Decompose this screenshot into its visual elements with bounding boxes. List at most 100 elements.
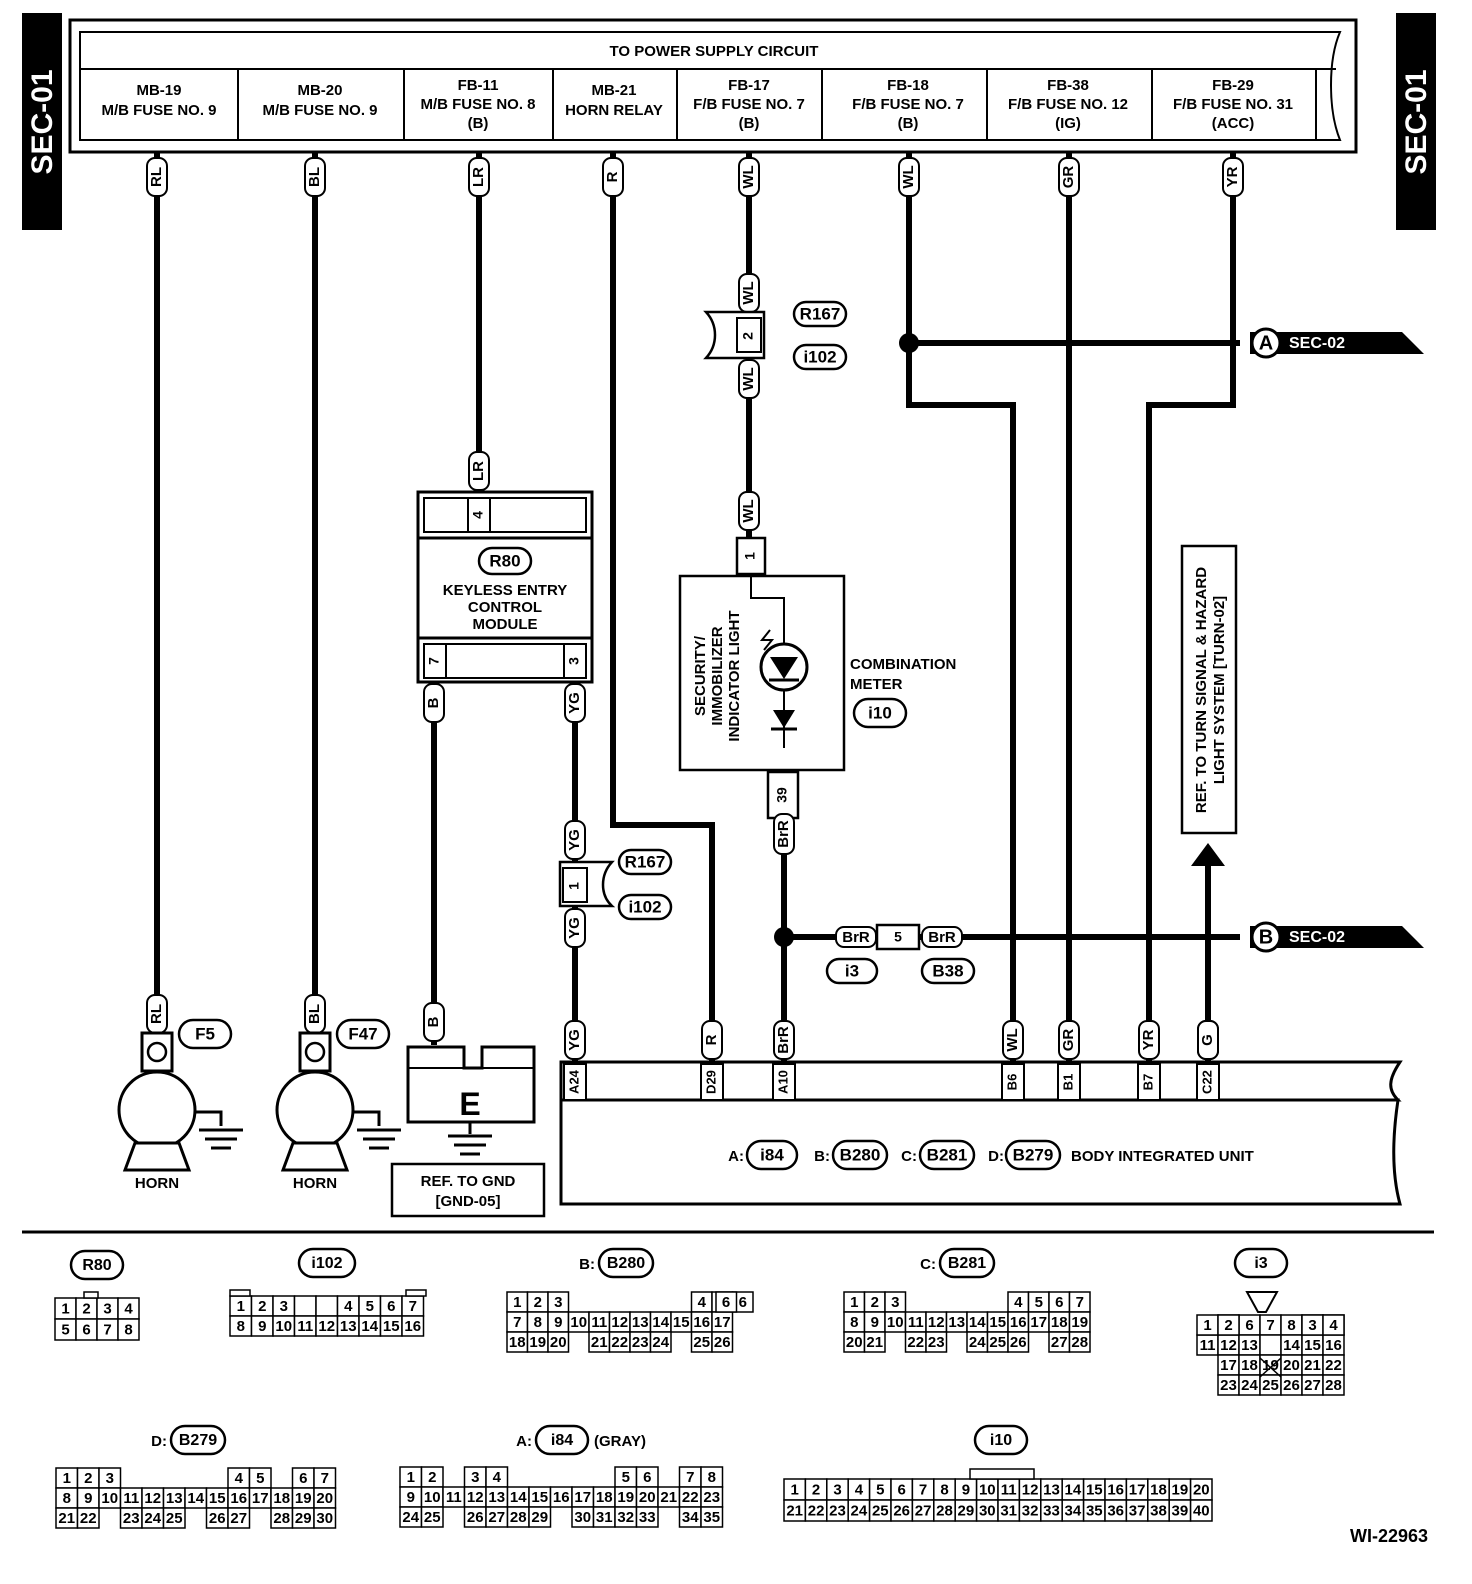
pin-number: 23	[703, 1489, 720, 1506]
pin-number: 2	[1224, 1317, 1232, 1334]
pin-number: 11	[123, 1490, 139, 1507]
reference-label: [GND-05]	[435, 1193, 500, 1210]
wire-color-tag	[1222, 157, 1244, 197]
connector-cavity	[1259, 1334, 1282, 1356]
connector-prefix: A:	[728, 1148, 744, 1165]
connector-code: R167	[800, 304, 841, 323]
connector-code-oval	[597, 1247, 655, 1279]
horn-terminal	[304, 1041, 326, 1063]
fuse-id: FB-17	[728, 77, 770, 94]
pin-number: 37	[1129, 1502, 1146, 1519]
connector-code: i10	[868, 703, 892, 722]
connector-cavity	[1322, 1314, 1345, 1336]
pin-number: 35	[1086, 1502, 1103, 1519]
pin-number: 1	[1203, 1317, 1211, 1334]
biu-pin-label: A24	[566, 1069, 581, 1094]
pin-number: 4	[1329, 1317, 1338, 1334]
component-label: HORN	[293, 1175, 337, 1192]
pin-number: 3	[280, 1298, 288, 1315]
connector-code: R80	[489, 551, 520, 570]
pin-number: 3	[833, 1481, 841, 1498]
component-label: METER	[850, 676, 903, 693]
pin-number: 16	[404, 1318, 421, 1335]
wire-color-code: B	[425, 697, 442, 708]
biu-pin-cavity	[1001, 1063, 1025, 1101]
connector-color: (GRAY)	[594, 1433, 646, 1450]
connector-view-b280: B:B2801234567891011121314151617181920212…	[506, 1247, 754, 1353]
pin-number: 2	[740, 332, 756, 340]
pin-number: 6	[1055, 1294, 1063, 1311]
component-label: BODY INTEGRATED UNIT	[1071, 1148, 1254, 1165]
diode-icon	[773, 710, 795, 728]
pin-number: 33	[639, 1509, 656, 1526]
wire-color-tag	[898, 157, 920, 197]
pin-number: 14	[187, 1490, 204, 1507]
connector-cavity	[635, 1506, 659, 1528]
connector-prefix: A:	[516, 1433, 532, 1450]
pin-number: 8	[237, 1318, 245, 1335]
connector-cavity	[1068, 1331, 1091, 1353]
pin-number: 21	[866, 1334, 883, 1351]
connector-cavity	[925, 1331, 948, 1353]
connector-view-i3: i356789101112131415161718192021222324252…	[1196, 1247, 1345, 1396]
pin-number: 21	[1304, 1357, 1321, 1374]
pin-number: 10	[979, 1481, 996, 1498]
pin-number: 1	[63, 1470, 71, 1487]
pin-number: 2	[534, 1294, 542, 1311]
pin-number: 6	[82, 1321, 90, 1338]
wire-color-code: BL	[306, 1004, 323, 1024]
pin-number: 20	[550, 1334, 567, 1351]
page-tab-right	[1396, 13, 1436, 230]
wire-color-tag	[468, 157, 490, 197]
ground-letter: E	[459, 1086, 480, 1122]
pin-number: 9	[962, 1481, 970, 1498]
wire-color-code: B	[425, 1016, 442, 1027]
fuse-name: F/B FUSE NO. 7	[693, 96, 805, 113]
fuse-name: F/B FUSE NO. 7	[852, 96, 964, 113]
ref-arrow	[1191, 843, 1225, 866]
fuse-supply-type: (IG)	[1055, 115, 1081, 132]
wire-color-tag	[773, 813, 795, 855]
connector-code: B281	[948, 1255, 986, 1272]
pin-number: 33	[1043, 1502, 1060, 1519]
wire-color-code: BL	[306, 167, 323, 187]
pin-number: 7	[426, 657, 442, 665]
pin-number: 12	[318, 1318, 335, 1335]
inline-connector-cavity	[736, 317, 762, 353]
pin-number: 25	[1262, 1377, 1279, 1394]
pin-number: 28	[273, 1510, 290, 1527]
horn-icon	[122, 1141, 192, 1172]
pin-number: 6	[722, 1294, 730, 1311]
wire-color-code: YR	[1140, 1029, 1157, 1050]
pin-number: 21	[660, 1489, 677, 1506]
fuse-id: MB-20	[297, 82, 342, 99]
pin-number: 5	[366, 1298, 374, 1315]
wire-horn-relay	[610, 152, 715, 1062]
pin-number: 34	[682, 1509, 699, 1526]
pin-number: 8	[1287, 1317, 1295, 1334]
pin-number: 20	[1283, 1357, 1300, 1374]
pin-number: 13	[1241, 1337, 1258, 1354]
wire-color-tag	[1058, 1020, 1080, 1060]
pin-number: 30	[979, 1502, 996, 1519]
connector-cavity	[700, 1506, 724, 1528]
connector-cavity	[863, 1331, 886, 1353]
pin-number: 20	[1193, 1481, 1210, 1498]
connector-latch	[969, 1468, 1035, 1480]
pin-number: 6	[898, 1481, 906, 1498]
horn-ground-wire	[195, 1110, 223, 1126]
pin-number: 19	[1172, 1481, 1189, 1498]
wire-color-tag	[564, 820, 586, 860]
wire-color-tag	[602, 157, 624, 197]
pin-number: 21	[591, 1334, 608, 1351]
wire-color-tag	[304, 157, 326, 197]
pin-number: 36	[1107, 1502, 1124, 1519]
pin-number: 12	[1022, 1481, 1039, 1498]
pin-number: 1	[61, 1300, 69, 1317]
pin-number: 2	[428, 1469, 436, 1486]
component-label: MODULE	[473, 616, 538, 633]
pin-number: 15	[1304, 1337, 1321, 1354]
component-label: CONTROL	[468, 599, 542, 616]
horn-icon	[280, 1141, 350, 1172]
wire-color-code: LR	[470, 461, 487, 481]
